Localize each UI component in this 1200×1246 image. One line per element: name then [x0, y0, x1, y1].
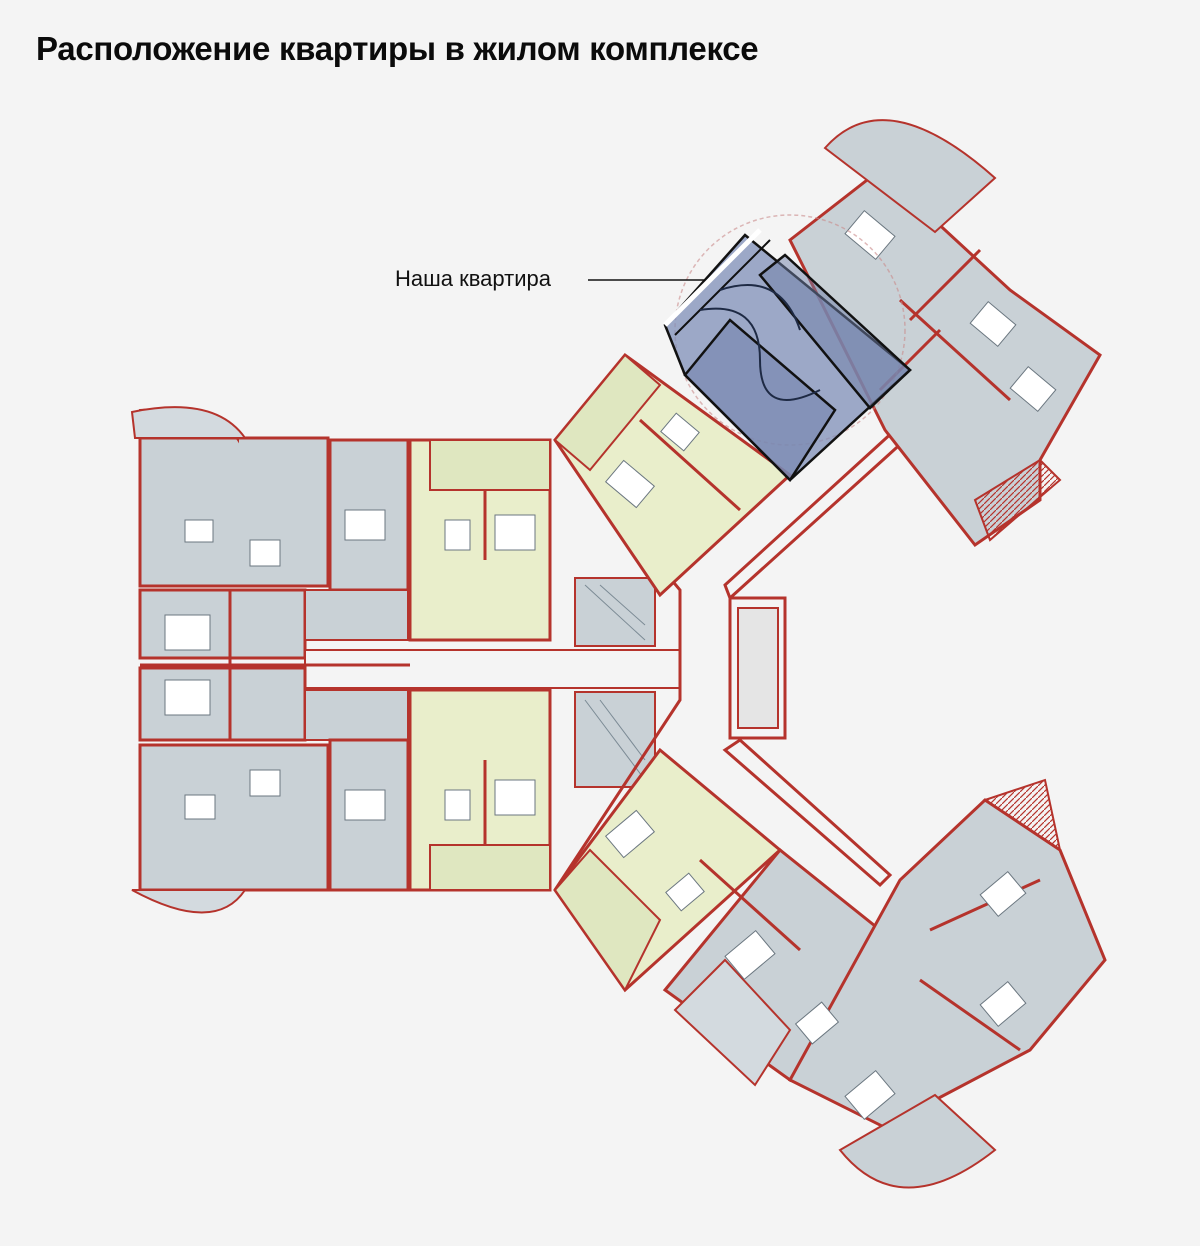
page-title: Расположение квартиры в жилом комплексе — [36, 30, 759, 67]
upper-right-wing — [553, 119, 1102, 598]
left-upper-living-room — [138, 436, 330, 588]
highlighted-apartment — [663, 228, 912, 482]
central-core — [553, 427, 908, 891]
left-upper-balcony-curve — [130, 406, 247, 439]
left-corridor — [304, 649, 681, 689]
highlighted-apartment-area — [663, 233, 912, 482]
lower-right-wing — [553, 747, 1107, 1189]
lower-right-balcony — [838, 1093, 997, 1189]
left-lower-balcony — [131, 889, 247, 914]
left-wing — [130, 406, 681, 914]
our-apartment-label: Наша квартира — [395, 266, 552, 291]
upper-right-balcony — [823, 119, 997, 234]
left-lower-living-room — [138, 743, 330, 892]
